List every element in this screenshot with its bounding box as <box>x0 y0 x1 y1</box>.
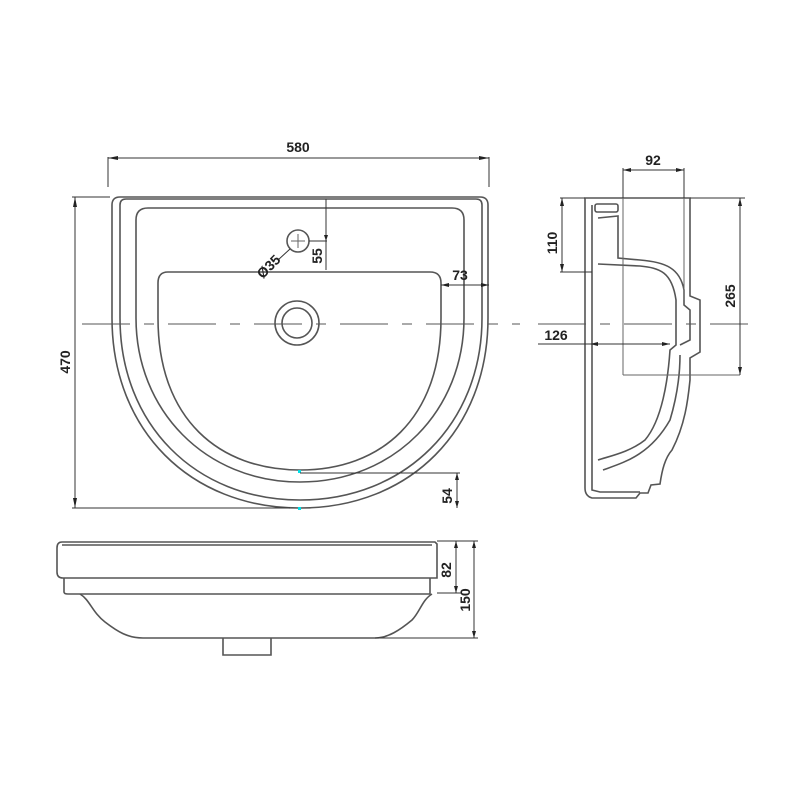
section-inner-wall <box>591 205 640 493</box>
front-base-outline <box>63 578 431 595</box>
section-outline <box>584 197 701 499</box>
waste-outlet-inner <box>281 307 313 339</box>
dimension-label: 150 <box>457 588 473 612</box>
dimension-label: Ø35 <box>253 251 283 281</box>
front-waste-outline <box>222 638 272 656</box>
dimension-section-rim-height: 110 <box>544 197 592 273</box>
dimension-front-rim-height: 82 <box>437 540 478 594</box>
dimension-label: 265 <box>722 284 738 308</box>
dimension-label: 82 <box>438 562 454 578</box>
dimension-label: 73 <box>452 267 468 283</box>
marker <box>298 470 301 473</box>
basin-deck-line <box>135 207 465 483</box>
dimension-label: 126 <box>544 327 568 343</box>
dimension-label: 55 <box>309 248 325 264</box>
basin-bowl-outline <box>157 271 442 471</box>
dimension-label: 92 <box>645 152 661 168</box>
bowl-wall <box>597 263 677 461</box>
dimension-label: 580 <box>286 139 310 155</box>
dimension-label: 54 <box>439 488 455 504</box>
dimension-section-depth-top: 92 <box>622 152 685 198</box>
bowl-inner-wall <box>602 354 681 471</box>
dimension-overall-depth: 470 <box>57 196 290 509</box>
basin-outer-outline <box>111 196 489 509</box>
waste-outlet-outer <box>274 300 320 346</box>
basin-rim-line <box>119 198 483 501</box>
dimension-overall-width: 580 <box>107 139 490 187</box>
marker <box>298 507 301 510</box>
dimension-front-total-height: 150 <box>375 541 478 639</box>
dimension-section-total-height: 265 <box>690 197 745 375</box>
dimension-waste-setback: 126 <box>538 327 670 346</box>
dimension-label: 110 <box>544 231 560 254</box>
front-bowl-outline <box>79 593 433 639</box>
dimension-tap-hole: 55 Ø35 <box>253 199 328 281</box>
overflow-slot <box>594 203 619 213</box>
side-section-view <box>538 197 748 499</box>
top-view <box>82 196 520 510</box>
dimension-bowl-side-rim: 73 <box>441 267 489 287</box>
front-rim-outline <box>56 541 438 579</box>
overflow-channel <box>597 215 691 346</box>
dimension-front-rim: 54 <box>300 472 460 508</box>
dimension-label: 470 <box>57 350 73 374</box>
front-view <box>56 541 438 656</box>
